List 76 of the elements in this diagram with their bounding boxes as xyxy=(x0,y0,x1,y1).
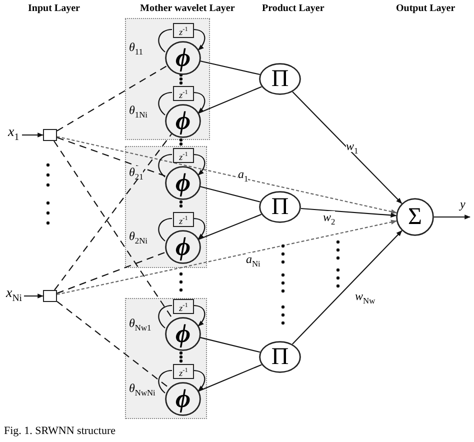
connection-line xyxy=(54,134,172,290)
delay-label: z$^{-1}$ xyxy=(179,152,188,162)
parameter-label: θ$_{1Ni}$ xyxy=(129,104,148,116)
arrow xyxy=(56,220,397,296)
feedback-loop-arrow xyxy=(192,218,206,240)
feedback-loop-arrow xyxy=(192,28,206,50)
parameter-label: θ$_{2Ni}$ xyxy=(129,230,148,242)
delay-box xyxy=(173,23,194,38)
summation-neuron-circle xyxy=(396,198,434,236)
product-symbol: Π xyxy=(271,345,289,369)
delay-box xyxy=(173,86,194,101)
parameter-label: θ$_{Nw1}$ xyxy=(129,317,152,329)
connection-line xyxy=(199,186,260,202)
connection-line xyxy=(198,214,262,240)
wavelet-neuron-circle xyxy=(165,230,201,264)
wavelet-neuron-circle xyxy=(165,382,201,416)
connection-line xyxy=(198,86,262,114)
connection-line xyxy=(54,140,173,319)
layer-heading: Product Layer xyxy=(262,4,324,14)
delay-box xyxy=(173,364,194,379)
product-symbol: Π xyxy=(271,195,289,219)
arrow xyxy=(292,230,402,344)
delay-box xyxy=(173,148,194,163)
layer-heading: Output Layer xyxy=(396,4,456,14)
phi-symbol: ϕ xyxy=(175,234,191,260)
phi-symbol: ϕ xyxy=(175,108,191,134)
connection-line xyxy=(199,60,260,76)
phi-symbol: ϕ xyxy=(175,45,191,71)
connection-line xyxy=(56,66,167,132)
figure-caption: Fig. 1. SRWNN structure xyxy=(4,426,116,437)
arrow xyxy=(300,208,397,218)
neuron-group-panel xyxy=(125,18,210,140)
parameter-label: θ$_{21}$ xyxy=(129,166,144,178)
product-neuron-circle xyxy=(259,63,301,95)
feedback-loop-arrow xyxy=(192,304,206,326)
parameter-label: θ$_{11}$ xyxy=(129,41,143,53)
arrow xyxy=(56,136,398,214)
product-neuron-circle xyxy=(259,341,301,373)
delay-label: z$^{-1}$ xyxy=(179,216,188,226)
phi-symbol: ϕ xyxy=(175,386,191,412)
neuron-group-panel xyxy=(125,146,207,268)
arrow xyxy=(434,214,471,220)
input-node-box xyxy=(43,129,57,141)
wavelet-neuron-circle xyxy=(165,104,201,138)
wavelet-neuron-circle xyxy=(165,317,201,351)
delay-label: z$^{-1}$ xyxy=(179,368,188,378)
wavelet-neuron-circle xyxy=(165,166,201,200)
sum-symbol: Σ xyxy=(408,205,422,229)
wavelet-neuron-circle xyxy=(165,41,201,75)
product-symbol: Π xyxy=(271,67,289,91)
input-node-box xyxy=(43,290,57,302)
connection-line xyxy=(56,136,166,177)
connection-line xyxy=(56,252,166,294)
phi-symbol: ϕ xyxy=(175,321,191,347)
delay-box xyxy=(173,212,194,227)
connection-line xyxy=(56,300,168,388)
arrow xyxy=(292,91,402,204)
layer-heading: Mother wavelet Layer xyxy=(140,4,235,14)
delay-box xyxy=(173,299,194,314)
connection-line xyxy=(198,364,262,392)
product-neuron-circle xyxy=(259,191,301,223)
arrow xyxy=(22,132,44,138)
delay-label: z$^{-1}$ xyxy=(179,90,188,100)
delay-label: z$^{-1}$ xyxy=(179,304,188,312)
phi-symbol: ϕ xyxy=(175,170,191,196)
connection-line xyxy=(199,336,260,353)
layer-heading: Input Layer xyxy=(28,4,80,14)
feedback-loop-arrow xyxy=(192,92,206,114)
arrow xyxy=(24,294,44,298)
feedback-loop-arrow xyxy=(192,154,206,176)
edge-label: w$_{2}$ xyxy=(323,211,336,223)
parameter-label: θ$_{NwNi}$ xyxy=(129,382,156,394)
neuron-group-panel xyxy=(125,298,207,419)
edge-label: a$_{Ni}$ xyxy=(246,253,260,265)
delay-label: z$^{-1}$ xyxy=(179,28,188,36)
feedback-loop-arrow xyxy=(192,370,206,392)
